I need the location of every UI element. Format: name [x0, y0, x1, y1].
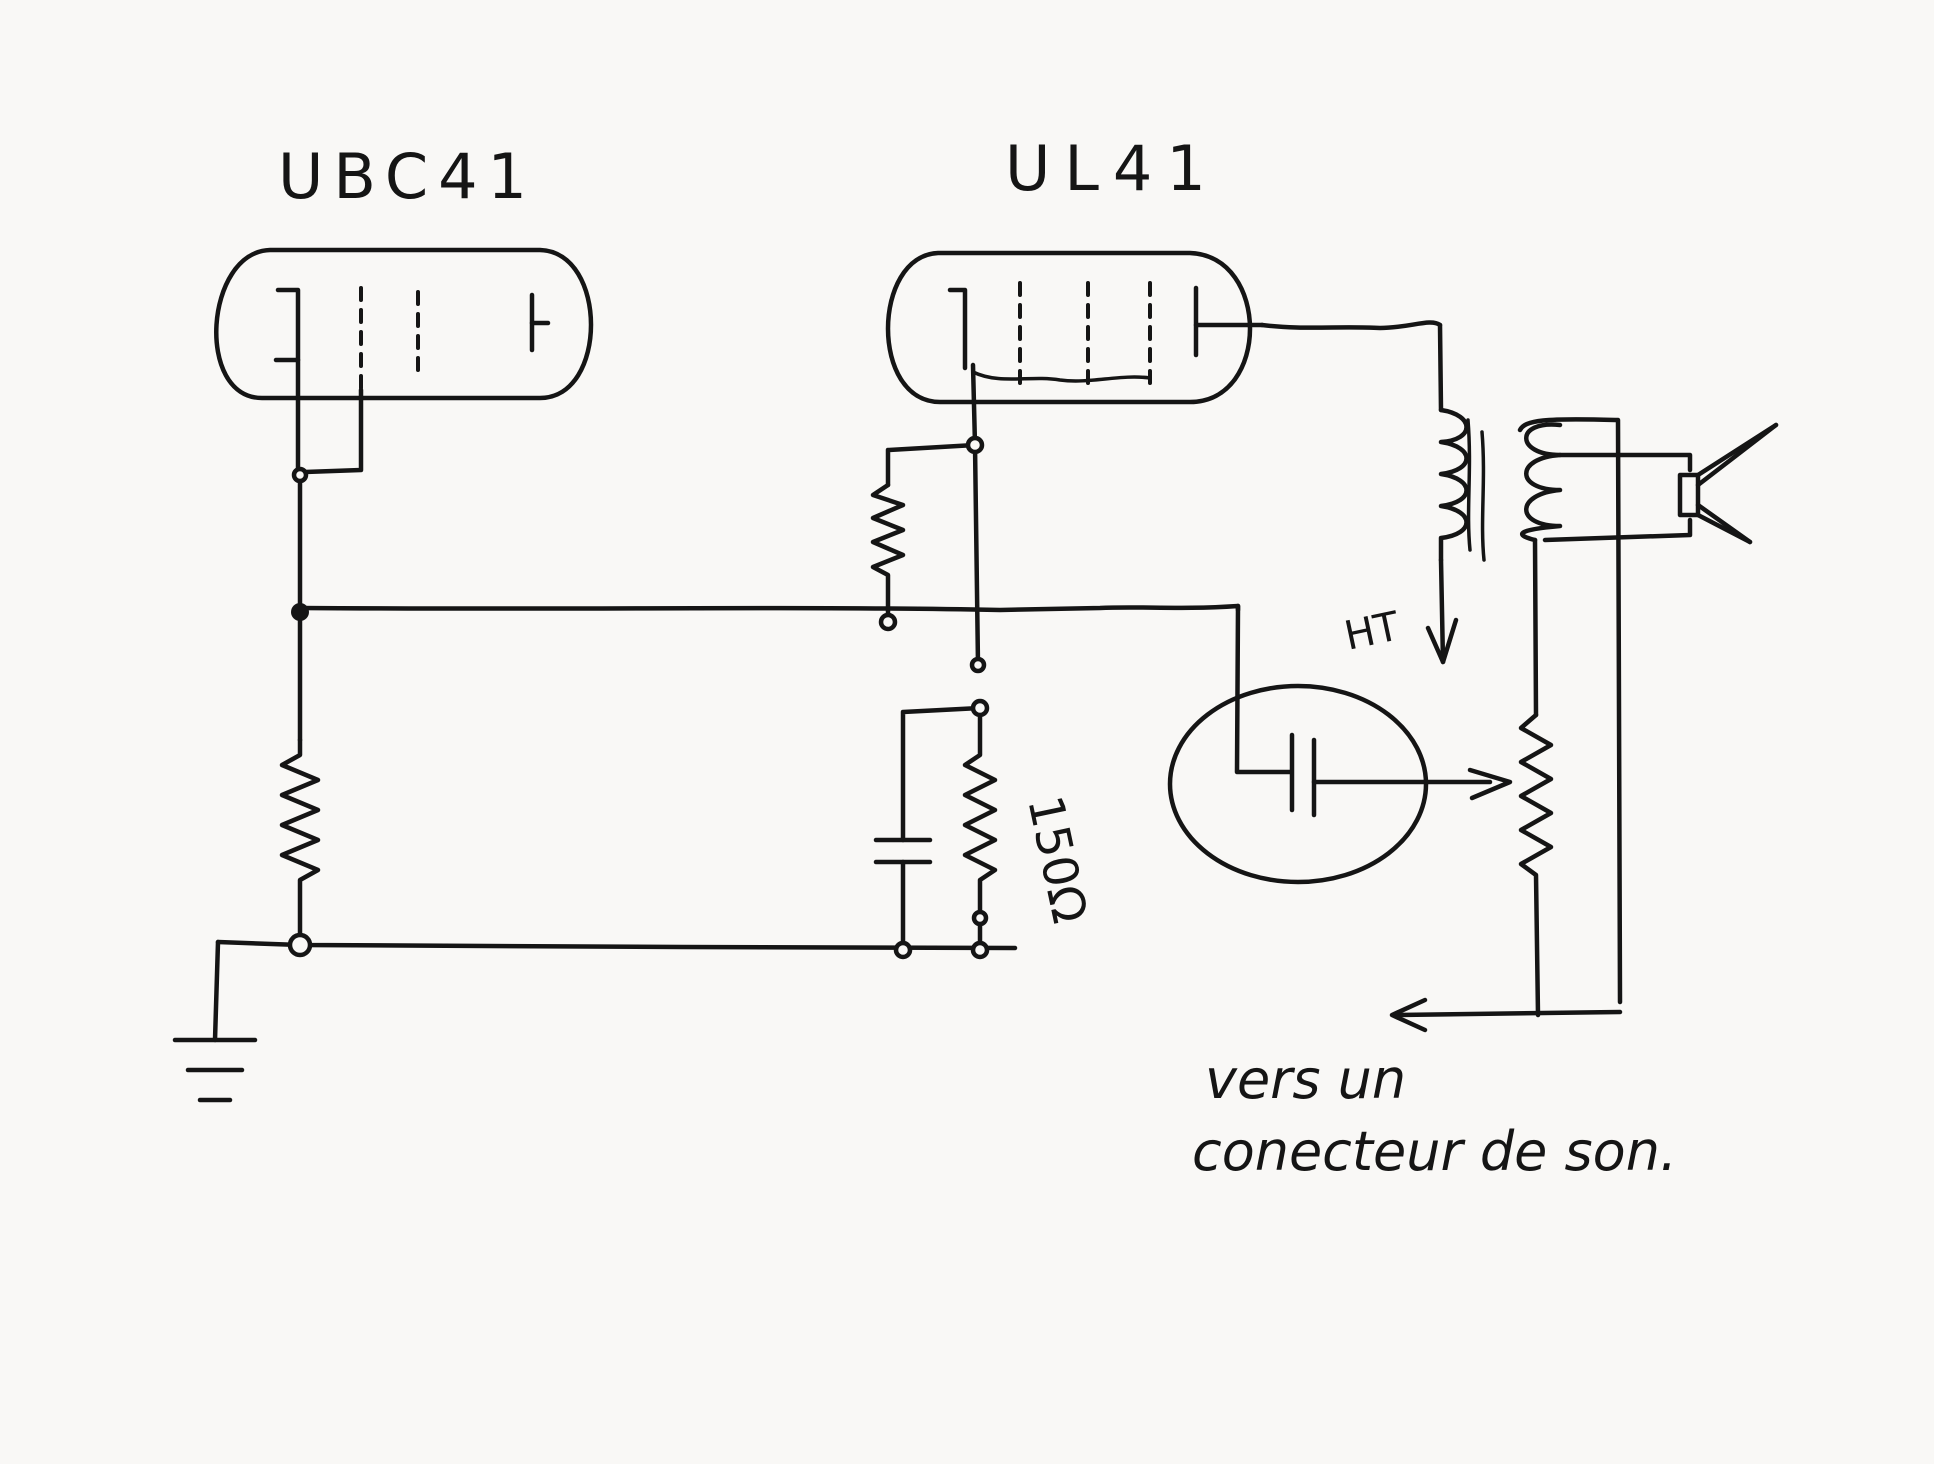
transformer-primary-lead — [1437, 322, 1444, 413]
secondary-to-speaker-bottom — [1542, 517, 1693, 543]
tube-ul41-grid-link — [971, 370, 1152, 383]
node-cap-ground — [893, 940, 913, 960]
tube-ubc41-cathode — [273, 287, 301, 363]
resistor-150-ohm-label: 150Ω — [1016, 791, 1097, 928]
ht-wire — [1438, 557, 1446, 665]
anode-wire — [1259, 320, 1443, 331]
note-line-2: conecteur de son. — [1192, 1120, 1677, 1183]
tube-ubc41 — [214, 247, 594, 478]
tube-ul41-cathode-lead — [970, 362, 978, 448]
tube-label-ubc41: UBC41 — [278, 140, 537, 213]
node-rc-resistor-bottom — [971, 909, 989, 927]
loudspeaker-icon — [1677, 422, 1779, 545]
ht-arrow-icon — [1425, 617, 1459, 665]
note-line-1: vers un — [1205, 1048, 1406, 1111]
tube-ubc41-grid-lead — [302, 387, 364, 475]
ht-label: HT — [1341, 603, 1404, 659]
transformer-secondary-coil — [1520, 422, 1563, 543]
secondary-top-wire — [1517, 417, 1623, 1005]
resistor-150-ohm — [962, 705, 998, 953]
wiper-arrow-icon — [1467, 767, 1513, 801]
tube-ul41 — [885, 250, 1265, 448]
junction-nodes — [287, 435, 990, 960]
output-arrow-icon — [1389, 997, 1428, 1033]
rc-top-wire — [900, 705, 983, 843]
node-screen-top — [965, 435, 985, 455]
screen-wire-top — [885, 442, 978, 488]
node-left-upper — [291, 466, 309, 484]
tube-ul41-envelope — [885, 250, 1253, 405]
pot-top-wire — [1532, 537, 1539, 718]
transformer-primary-coil — [1438, 407, 1469, 563]
node-rc-top — [970, 698, 990, 718]
tube-ul41-cathode — [947, 287, 968, 371]
transformer-core-1 — [1466, 418, 1472, 552]
potentiometer-volume — [1518, 712, 1554, 1018]
node-left-ground — [287, 932, 313, 958]
resistor-screen — [870, 482, 906, 625]
secondary-to-speaker-top — [1557, 452, 1693, 473]
node-screen-bottom — [878, 612, 898, 632]
transformer-core-2 — [1480, 430, 1486, 562]
resistor-cathode-left — [279, 737, 321, 948]
node-resistor-ground — [970, 940, 990, 960]
ground-icon — [172, 939, 258, 1103]
tube-label-ul41: UL41 — [1005, 132, 1220, 205]
ul41-cathode-vertical — [972, 442, 981, 668]
coupling-wire-down — [1234, 603, 1293, 775]
tube-ubc41-envelope — [214, 247, 594, 401]
signal-bus — [297, 603, 1241, 613]
ground-bus — [215, 939, 1018, 951]
output-wire — [1395, 1009, 1623, 1018]
node-left-signal — [291, 603, 309, 621]
node-cathode-gap — [969, 656, 987, 674]
